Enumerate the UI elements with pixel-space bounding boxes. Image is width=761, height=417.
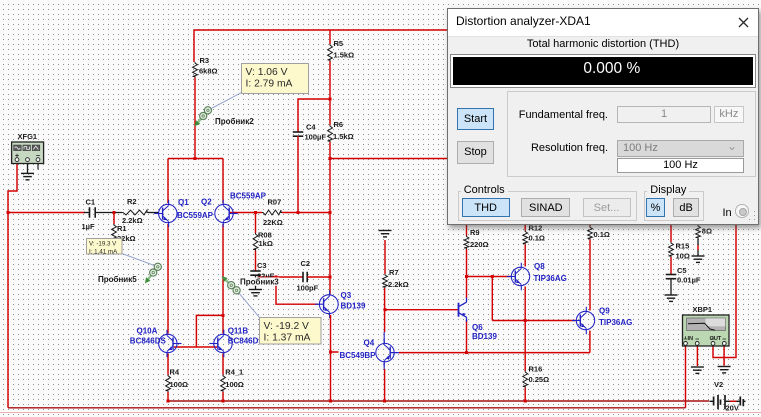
svg-text:R1: R1 xyxy=(117,224,127,233)
svg-text:Q10A: Q10A xyxy=(137,327,158,336)
svg-text:BC549BP: BC549BP xyxy=(340,351,377,360)
svg-text:Q2: Q2 xyxy=(201,198,212,207)
svg-text:BC559AP: BC559AP xyxy=(230,192,267,201)
svg-text:100Ω: 100Ω xyxy=(225,380,244,389)
svg-text:OUT: OUT xyxy=(710,336,722,342)
svg-text:100pF: 100pF xyxy=(297,284,319,293)
svg-text:Q8: Q8 xyxy=(534,262,545,271)
svg-text:100Ω: 100Ω xyxy=(170,380,189,389)
svg-text:V: -19.3 V: V: -19.3 V xyxy=(89,241,117,248)
svg-text:BC559AP: BC559AP xyxy=(177,211,214,220)
svg-text:0.01µF: 0.01µF xyxy=(677,276,701,285)
svg-text:Пробник2: Пробник2 xyxy=(215,117,254,126)
svg-text:2.2kΩ: 2.2kΩ xyxy=(388,280,409,289)
svg-text:R3: R3 xyxy=(200,56,210,65)
svg-text:C2: C2 xyxy=(301,259,311,268)
svg-text:2.2kΩ: 2.2kΩ xyxy=(122,216,143,225)
svg-text:0.25Ω: 0.25Ω xyxy=(529,375,550,384)
svg-text:100µF: 100µF xyxy=(305,133,327,142)
svg-text:TIP36AG: TIP36AG xyxy=(534,274,567,283)
svg-text:V: 1.06 V: V: 1.06 V xyxy=(246,67,288,78)
svg-text:22µF: 22µF xyxy=(257,272,275,281)
svg-text:I: 1.37 mA: I: 1.37 mA xyxy=(264,333,311,344)
svg-text:I: 2.79 mA: I: 2.79 mA xyxy=(246,79,293,90)
svg-text:1kΩ: 1kΩ xyxy=(259,239,273,248)
svg-text:R08: R08 xyxy=(258,231,272,240)
svg-text:Пробник5: Пробник5 xyxy=(98,275,137,284)
svg-text:BC846DS: BC846DS xyxy=(228,337,265,346)
svg-text:C1: C1 xyxy=(86,198,96,207)
svg-text:XBP1: XBP1 xyxy=(693,305,713,314)
svg-text:0.1Ω: 0.1Ω xyxy=(529,234,545,243)
svg-text:22kΩ: 22kΩ xyxy=(117,234,136,243)
svg-text:R2: R2 xyxy=(127,197,137,206)
svg-text:Q6: Q6 xyxy=(472,323,483,332)
svg-text:0.1Ω: 0.1Ω xyxy=(594,230,610,239)
svg-text:20V: 20V xyxy=(726,404,739,413)
svg-text:1.5kΩ: 1.5kΩ xyxy=(333,132,354,141)
svg-text:Q11B: Q11B xyxy=(228,327,249,336)
svg-text:BC846DS: BC846DS xyxy=(130,337,167,346)
svg-text:6k8Ω: 6k8Ω xyxy=(199,67,218,76)
svg-text:8Ω: 8Ω xyxy=(702,227,712,236)
svg-text:10Ω: 10Ω xyxy=(676,252,690,261)
svg-text:R16: R16 xyxy=(529,365,543,374)
svg-text:V2: V2 xyxy=(714,380,723,389)
svg-text:R07: R07 xyxy=(268,198,282,207)
svg-text:1.5kΩ: 1.5kΩ xyxy=(334,51,355,60)
svg-text:220Ω: 220Ω xyxy=(470,240,489,249)
svg-text:R9: R9 xyxy=(470,228,480,237)
svg-text:IN: IN xyxy=(688,336,694,342)
svg-text:BD139: BD139 xyxy=(472,332,497,341)
svg-text:R4: R4 xyxy=(170,368,180,377)
svg-text:R15: R15 xyxy=(676,242,690,251)
svg-text:C3: C3 xyxy=(257,261,267,270)
svg-text:1µF: 1µF xyxy=(82,222,95,231)
svg-text:V: -19.2 V: V: -19.2 V xyxy=(264,321,310,332)
svg-text:C4: C4 xyxy=(306,123,316,132)
svg-text:C5: C5 xyxy=(677,266,687,275)
svg-text:R5: R5 xyxy=(334,39,344,48)
svg-text:R12: R12 xyxy=(529,224,543,233)
svg-text:I: 1.41 mA: I: 1.41 mA xyxy=(89,249,118,256)
svg-text:Пробник3: Пробник3 xyxy=(240,278,279,287)
svg-text:BD139: BD139 xyxy=(341,302,366,311)
svg-text:Q1: Q1 xyxy=(178,198,189,207)
svg-text:R7: R7 xyxy=(389,268,399,277)
svg-text:XFG1: XFG1 xyxy=(18,132,38,141)
svg-text:R4_1: R4_1 xyxy=(225,368,243,377)
svg-text:22KΩ: 22KΩ xyxy=(263,218,283,227)
svg-text:Q3: Q3 xyxy=(341,291,352,300)
svg-text:Q9: Q9 xyxy=(599,307,610,316)
svg-text:R6: R6 xyxy=(334,120,344,129)
svg-text:TIP36AG: TIP36AG xyxy=(599,318,632,327)
svg-text:Q4: Q4 xyxy=(364,339,375,348)
